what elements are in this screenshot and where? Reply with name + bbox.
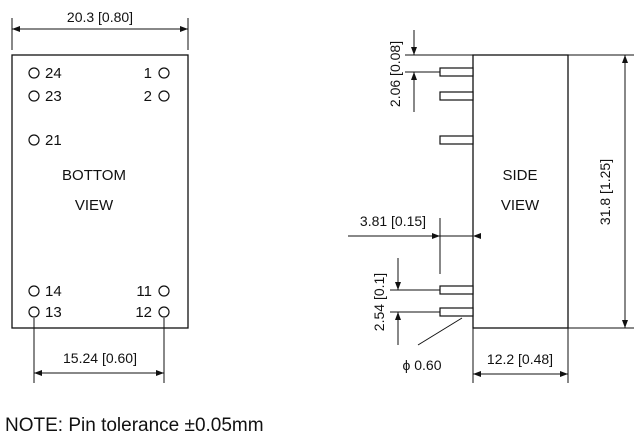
pin-label: 2 xyxy=(144,88,152,105)
arrowhead xyxy=(411,72,417,80)
arrowhead xyxy=(473,371,481,377)
arrowhead xyxy=(411,47,417,55)
arrowhead xyxy=(432,233,440,239)
pin xyxy=(439,285,474,295)
pin-hole xyxy=(158,285,170,297)
bottom-view: 20.3 [0.80] 24 23 21 14 13 1 2 11 12 BOT… xyxy=(11,9,189,383)
arrowhead xyxy=(622,320,628,328)
pin-hole xyxy=(28,134,40,146)
pin-hole xyxy=(158,306,170,318)
pin-label: 11 xyxy=(136,283,152,300)
arrowhead xyxy=(156,370,164,376)
arrowhead xyxy=(12,26,20,32)
leader-line xyxy=(417,317,463,346)
pin-pitch-label: 15.24 [0.60] xyxy=(63,350,137,366)
pin-hole xyxy=(28,285,40,297)
bottom-view-title: BOTTOM xyxy=(62,167,126,184)
pin-pitch-side-label: 2.54 [0.1] xyxy=(371,273,387,331)
side-view-title: SIDE xyxy=(502,167,537,184)
depth-label: 12.2 [0.48] xyxy=(487,351,553,367)
pin xyxy=(439,91,474,101)
arrowhead xyxy=(395,282,401,290)
pin-label: 21 xyxy=(45,132,62,149)
pin-diameter-label: ϕ 0.60 xyxy=(403,357,442,373)
pin-hole xyxy=(28,90,40,102)
pin-label: 24 xyxy=(45,65,62,82)
tolerance-note: NOTE: Pin tolerance ±0.05mm xyxy=(5,415,264,436)
pin-hole xyxy=(28,67,40,79)
pin-label: 12 xyxy=(135,304,152,321)
arrowhead xyxy=(473,233,481,239)
height-label: 31.8 [1.25] xyxy=(597,159,613,225)
side-view: SIDE VIEW 2.06 [0.08] 3.81 [0.15] 2.54 [… xyxy=(348,30,634,383)
pin-hole xyxy=(158,67,170,79)
arrowhead xyxy=(395,312,401,320)
arrowhead xyxy=(622,55,628,63)
pin-hole xyxy=(28,306,40,318)
side-view-title: VIEW xyxy=(501,197,540,214)
pin-hole xyxy=(158,90,170,102)
bottom-view-title: VIEW xyxy=(75,197,114,214)
pin xyxy=(439,67,474,77)
pin-label: 1 xyxy=(144,65,152,82)
pin-offset-label: 2.06 [0.08] xyxy=(387,41,403,107)
pin xyxy=(439,307,474,317)
bottom-width-label: 20.3 [0.80] xyxy=(67,9,133,25)
arrowhead xyxy=(180,26,188,32)
pin-label: 13 xyxy=(45,304,62,321)
arrowhead xyxy=(34,370,42,376)
arrowhead xyxy=(560,371,568,377)
pin-length-label: 3.81 [0.15] xyxy=(360,213,426,229)
package-outline-bottom xyxy=(11,54,189,329)
pin-label: 14 xyxy=(45,283,62,300)
pin-label: 23 xyxy=(45,88,62,105)
pin xyxy=(439,135,474,145)
package-outline-side xyxy=(472,54,569,329)
